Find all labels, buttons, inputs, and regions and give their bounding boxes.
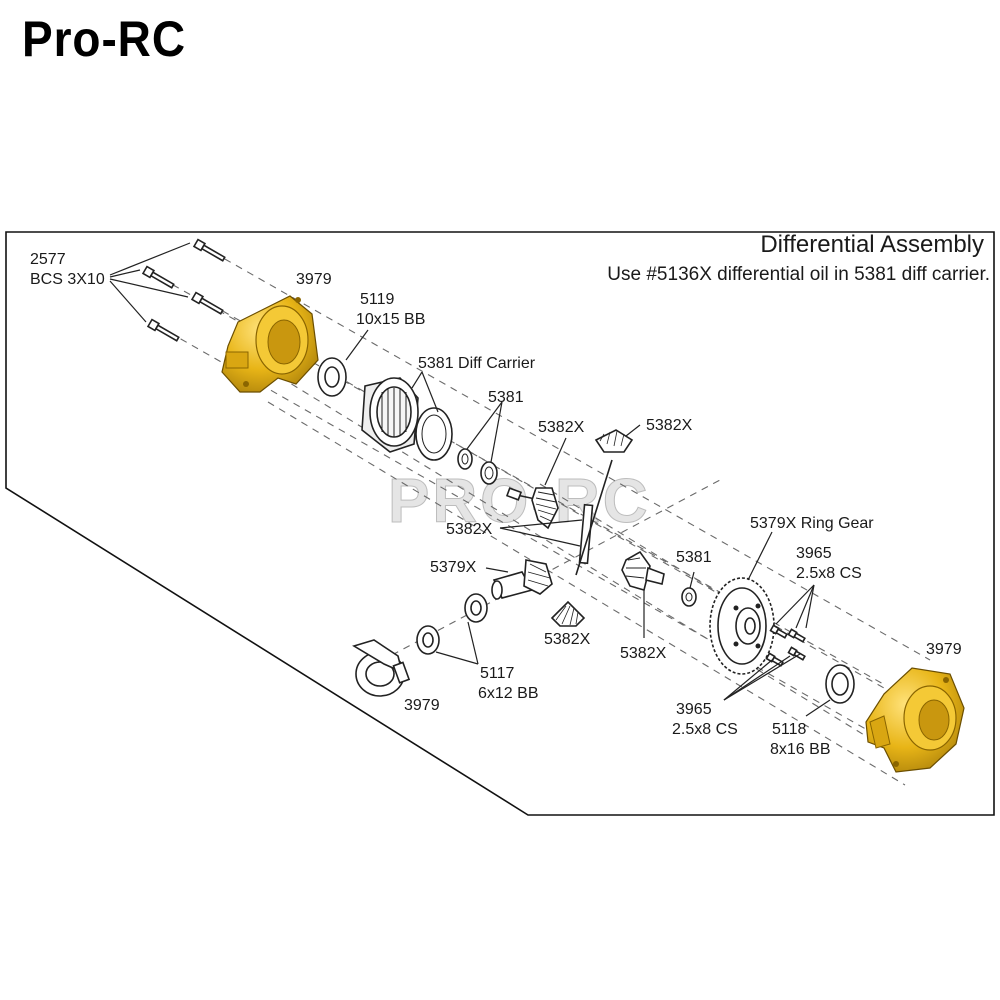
diff-gasket — [415, 407, 453, 461]
label-3965-b: 3965 — [676, 701, 712, 718]
bevel-gear-5382x-upper — [505, 487, 559, 530]
housing-3979-gold-left — [221, 295, 319, 393]
label-3965-a: 3965 — [796, 545, 832, 562]
label-5382x-d: 5382X — [544, 631, 591, 648]
label-8x16-bb: 8x16 BB — [770, 741, 830, 758]
label-diff-carrier: 5381 Diff Carrier — [418, 355, 536, 372]
bearing-5119 — [317, 357, 347, 397]
o-ring-5381 — [457, 448, 498, 485]
diff-carrier-5381 — [361, 377, 419, 453]
label-5382x-b: 5382X — [646, 417, 693, 434]
bearing-5118 — [825, 664, 855, 704]
part-labels: 2577 BCS 3X10 3979 5119 10x15 BB 5381 Di… — [30, 251, 962, 758]
bearing-5117 — [416, 593, 488, 655]
diagram-subtitle: Use #5136X differential oil in 5381 diff… — [607, 264, 990, 285]
pinion-5382x-middle — [621, 550, 665, 591]
spider-gear-5382x-top — [594, 429, 634, 453]
label-5119: 5119 — [360, 291, 395, 308]
label-5382x-a: 5382X — [538, 419, 585, 436]
diagram-frame — [5, 231, 995, 816]
cross-pin-5382x — [575, 459, 613, 576]
label-5117: 5117 — [480, 665, 515, 682]
ring-gear-5379x — [709, 577, 775, 675]
spider-gear-5382x-bottom — [550, 600, 586, 627]
label-3979-bottom: 3979 — [404, 697, 440, 714]
screw-icon — [190, 291, 224, 315]
o-ring-5381-b — [681, 587, 697, 607]
label-5381-b: 5381 — [676, 549, 712, 566]
label-3979-right: 3979 — [926, 641, 962, 658]
label-5118: 5118 — [772, 721, 807, 738]
label-ring-gear: 5379X Ring Gear — [750, 515, 874, 532]
label-cs-a: 2.5x8 CS — [796, 565, 862, 582]
screw-icon — [146, 318, 180, 342]
label-bcs: BCS 3X10 — [30, 271, 105, 288]
screw-2577-group — [109, 238, 226, 342]
label-5382x-e: 5382X — [620, 645, 667, 662]
diagram-title: Differential Assembly — [760, 231, 984, 258]
brand-logo: Pro-RC — [22, 11, 186, 67]
screw-icon — [192, 238, 226, 262]
housing-3979-gold-right — [865, 667, 965, 773]
label-5379x: 5379X — [430, 559, 477, 576]
pinion-5379x — [491, 559, 553, 600]
housing-3979-bottom-left — [352, 639, 411, 697]
label-cs-b: 2.5x8 CS — [672, 721, 738, 738]
label-10x15-bb: 10x15 BB — [356, 311, 425, 328]
label-5382x-c: 5382X — [446, 521, 493, 538]
screw-icon — [141, 265, 175, 289]
screw-3965-group — [723, 584, 815, 701]
label-6x12-bb: 6x12 BB — [478, 685, 538, 702]
label-5381-a: 5381 — [488, 389, 524, 406]
label-3979-top: 3979 — [296, 271, 332, 288]
label-2577: 2577 — [30, 251, 66, 268]
